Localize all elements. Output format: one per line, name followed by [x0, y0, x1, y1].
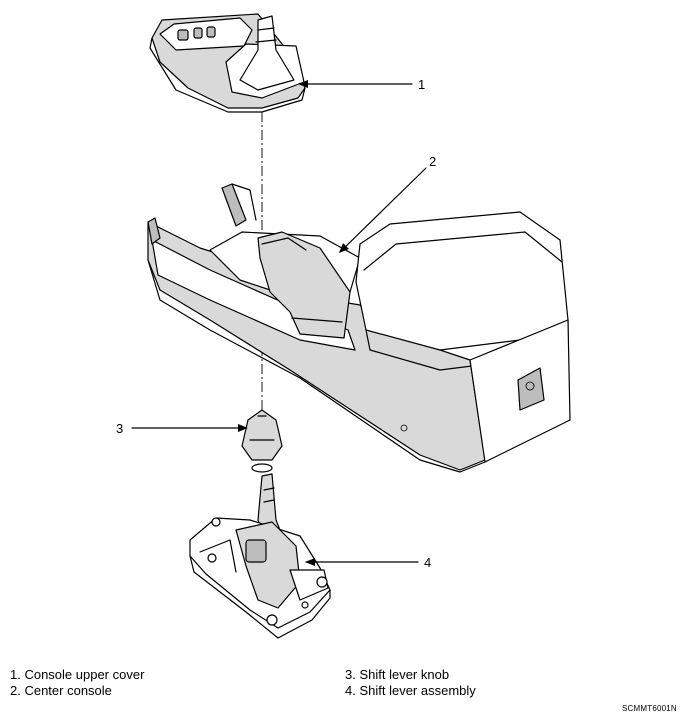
legend-item-shift-lever-knob: 3. Shift lever knob	[345, 667, 450, 682]
callout-arrow-1	[298, 80, 308, 88]
console-upper-cover	[149, 13, 306, 113]
center-console	[147, 183, 571, 473]
legend-item-console-upper-cover: 1. Console upper cover	[10, 667, 145, 682]
figure-code: SCMMT6001N	[622, 704, 677, 713]
legend-right-column: 3. Shift lever knob 4. Shift lever assem…	[345, 667, 476, 699]
shift-lever-knob	[241, 409, 283, 473]
callout-number-1: 1	[418, 77, 425, 92]
callout-leader-2	[339, 167, 427, 253]
shift-lever-assembly	[189, 473, 331, 639]
callout-number-4: 4	[424, 555, 431, 570]
callout-arrow-3	[238, 424, 248, 432]
legend-item-shift-lever-assembly: 4. Shift lever assembly	[345, 683, 476, 698]
callout-number-2: 2	[429, 154, 436, 169]
legend-left-column: 1. Console upper cover 2. Center console	[10, 667, 144, 699]
callout-number-3: 3	[116, 421, 123, 436]
legend-item-center-console: 2. Center console	[10, 683, 112, 698]
callout-arrow-2	[339, 243, 349, 253]
callout-arrow-4	[305, 558, 315, 566]
